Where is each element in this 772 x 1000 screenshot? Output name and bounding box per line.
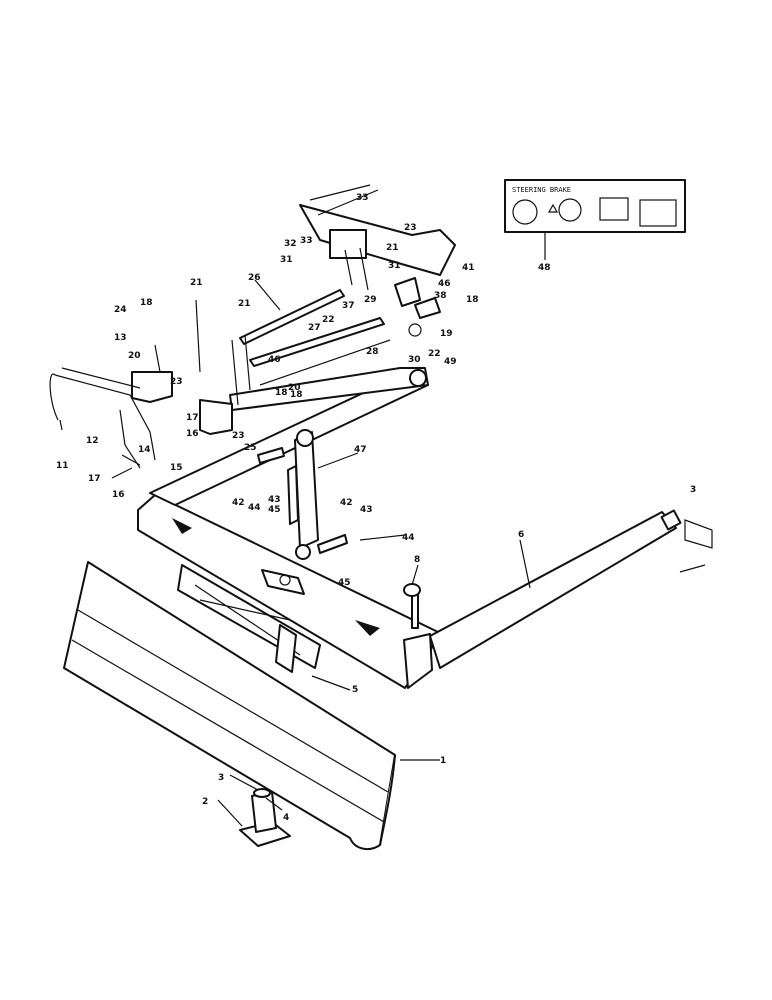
callout-45: 45 bbox=[338, 578, 351, 588]
callout-15: 15 bbox=[170, 463, 183, 473]
center-hitch bbox=[261, 569, 305, 595]
callout-27: 27 bbox=[308, 323, 321, 333]
callout-30: 30 bbox=[408, 355, 421, 365]
callout-17: 17 bbox=[88, 474, 101, 484]
lift-cylinder bbox=[287, 429, 319, 560]
steering-brake-decal: STEERING BRAKE bbox=[504, 179, 686, 233]
push-frame bbox=[137, 369, 682, 689]
callout-25: 25 bbox=[244, 443, 257, 453]
callout-20: 20 bbox=[288, 383, 301, 393]
callout-8: 8 bbox=[414, 555, 420, 565]
callout-18: 18 bbox=[290, 390, 303, 400]
callout-33: 33 bbox=[356, 193, 369, 203]
callout-19: 19 bbox=[440, 329, 453, 339]
callout-49: 49 bbox=[444, 357, 457, 367]
callout-2: 2 bbox=[202, 797, 208, 807]
callout-21: 21 bbox=[386, 243, 399, 253]
hydraulic-lines bbox=[229, 289, 429, 411]
callout-44: 44 bbox=[248, 503, 261, 513]
callout-38: 38 bbox=[434, 291, 447, 301]
callout-43: 43 bbox=[268, 495, 281, 505]
callout-5: 5 bbox=[352, 685, 358, 695]
callout-6: 6 bbox=[518, 530, 524, 540]
blade-mount-bracket bbox=[177, 564, 321, 673]
callout-29: 29 bbox=[364, 295, 377, 305]
callout-22: 22 bbox=[322, 315, 335, 325]
callout-11: 11 bbox=[56, 461, 69, 471]
valve-block bbox=[299, 184, 456, 337]
callout-24: 24 bbox=[114, 305, 127, 315]
callout-46: 46 bbox=[268, 355, 281, 365]
callout-21: 21 bbox=[190, 278, 203, 288]
callout-20: 20 bbox=[128, 351, 141, 361]
callout-32: 32 bbox=[284, 239, 297, 249]
callout-12: 12 bbox=[86, 436, 99, 446]
callout-44: 44 bbox=[402, 533, 415, 543]
callout-43: 43 bbox=[360, 505, 373, 515]
callout-18: 18 bbox=[275, 388, 288, 398]
leader-lines bbox=[111, 232, 546, 827]
callout-42: 42 bbox=[232, 498, 245, 508]
dozer-blade bbox=[63, 561, 396, 851]
callout-22: 22 bbox=[428, 349, 441, 359]
callout-48: 48 bbox=[538, 263, 551, 273]
callout-16: 16 bbox=[186, 429, 199, 439]
callout-3: 3 bbox=[218, 773, 224, 783]
callout-33: 33 bbox=[300, 236, 313, 246]
callout-labels: 1 2 3 3 4 5 6 8 11 12 13 14 15 16 16 17 … bbox=[56, 193, 696, 823]
callout-28: 28 bbox=[366, 347, 379, 357]
callout-47: 47 bbox=[354, 445, 367, 455]
callout-26: 26 bbox=[248, 273, 261, 283]
callout-31: 31 bbox=[388, 261, 401, 271]
callout-4: 4 bbox=[283, 813, 289, 823]
callout-21: 21 bbox=[238, 299, 251, 309]
callout-13: 13 bbox=[114, 333, 127, 343]
callout-16: 16 bbox=[112, 490, 125, 500]
right-mount bbox=[679, 519, 713, 573]
callout-3: 3 bbox=[690, 485, 696, 495]
callout-23: 23 bbox=[170, 377, 183, 387]
callout-1: 1 bbox=[440, 756, 446, 766]
callout-14: 14 bbox=[138, 445, 151, 455]
base-plate-assembly bbox=[239, 788, 291, 847]
decal-heading: STEERING BRAKE bbox=[512, 186, 571, 194]
callout-45: 45 bbox=[268, 505, 281, 515]
callout-23: 23 bbox=[404, 223, 417, 233]
callout-42: 42 bbox=[340, 498, 353, 508]
callout-37: 37 bbox=[342, 301, 355, 311]
pins bbox=[257, 447, 421, 629]
callout-18: 18 bbox=[140, 298, 153, 308]
callout-41: 41 bbox=[462, 263, 475, 273]
callout-18: 18 bbox=[466, 295, 479, 305]
callout-23: 23 bbox=[232, 431, 245, 441]
mounting-brackets bbox=[131, 299, 251, 435]
callout-31: 31 bbox=[280, 255, 293, 265]
hose-assembly bbox=[49, 367, 156, 469]
callout-46: 46 bbox=[438, 279, 451, 289]
callout-17: 17 bbox=[186, 413, 199, 423]
